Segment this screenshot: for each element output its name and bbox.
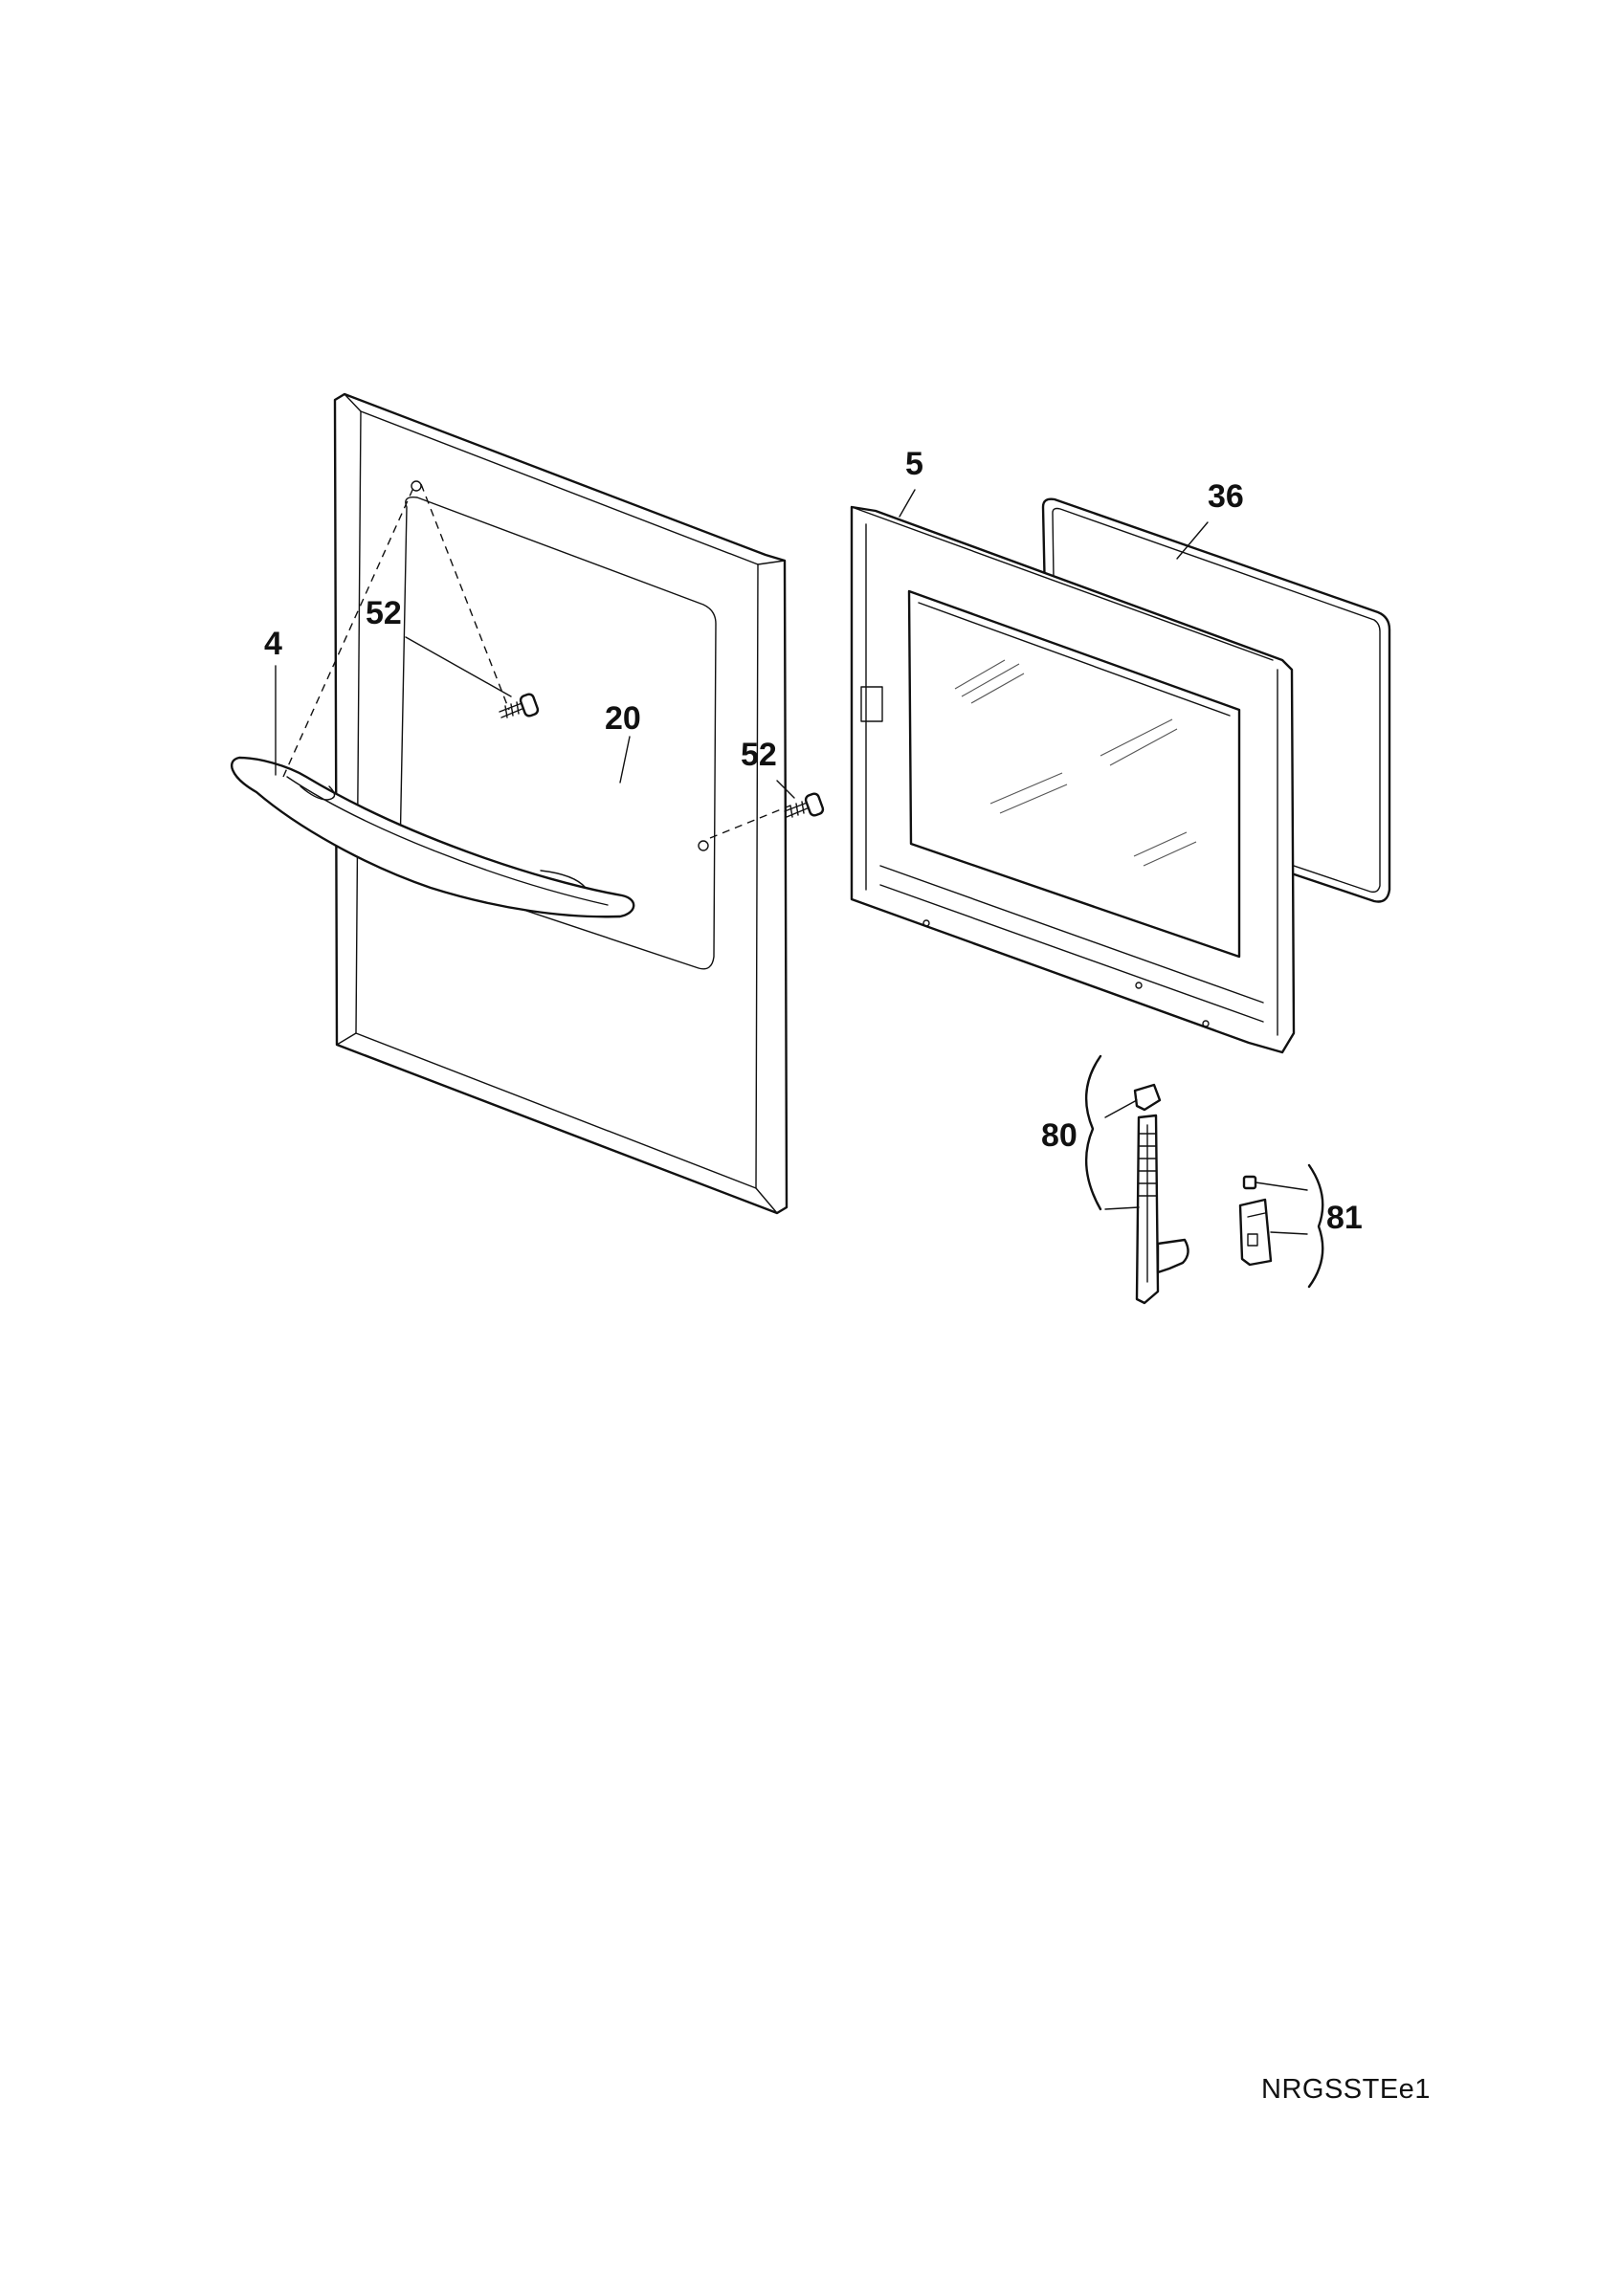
label-20: 20 [605,700,641,737]
hinge-receiver [1238,1163,1324,1289]
hinge-assembly [1084,1054,1189,1305]
door-handle [231,756,635,918]
label-4: 4 [264,626,282,662]
drawing-code: NRGSSTEe1 [1261,2074,1431,2105]
label-52-top: 52 [366,595,402,631]
part-labels: 4 52 20 52 5 36 80 81 [264,446,1363,1236]
assembly-lines [282,483,791,839]
label-52-right: 52 [741,737,777,773]
label-36: 36 [1208,478,1244,515]
screw-top [499,693,540,718]
inner-door-frame [850,505,1296,1054]
outer-door-panel [333,392,789,1215]
label-81: 81 [1326,1200,1363,1236]
label-80: 80 [1041,1117,1078,1154]
leader-lines [275,489,1209,799]
label-5: 5 [905,446,923,482]
screw-right [784,792,825,818]
